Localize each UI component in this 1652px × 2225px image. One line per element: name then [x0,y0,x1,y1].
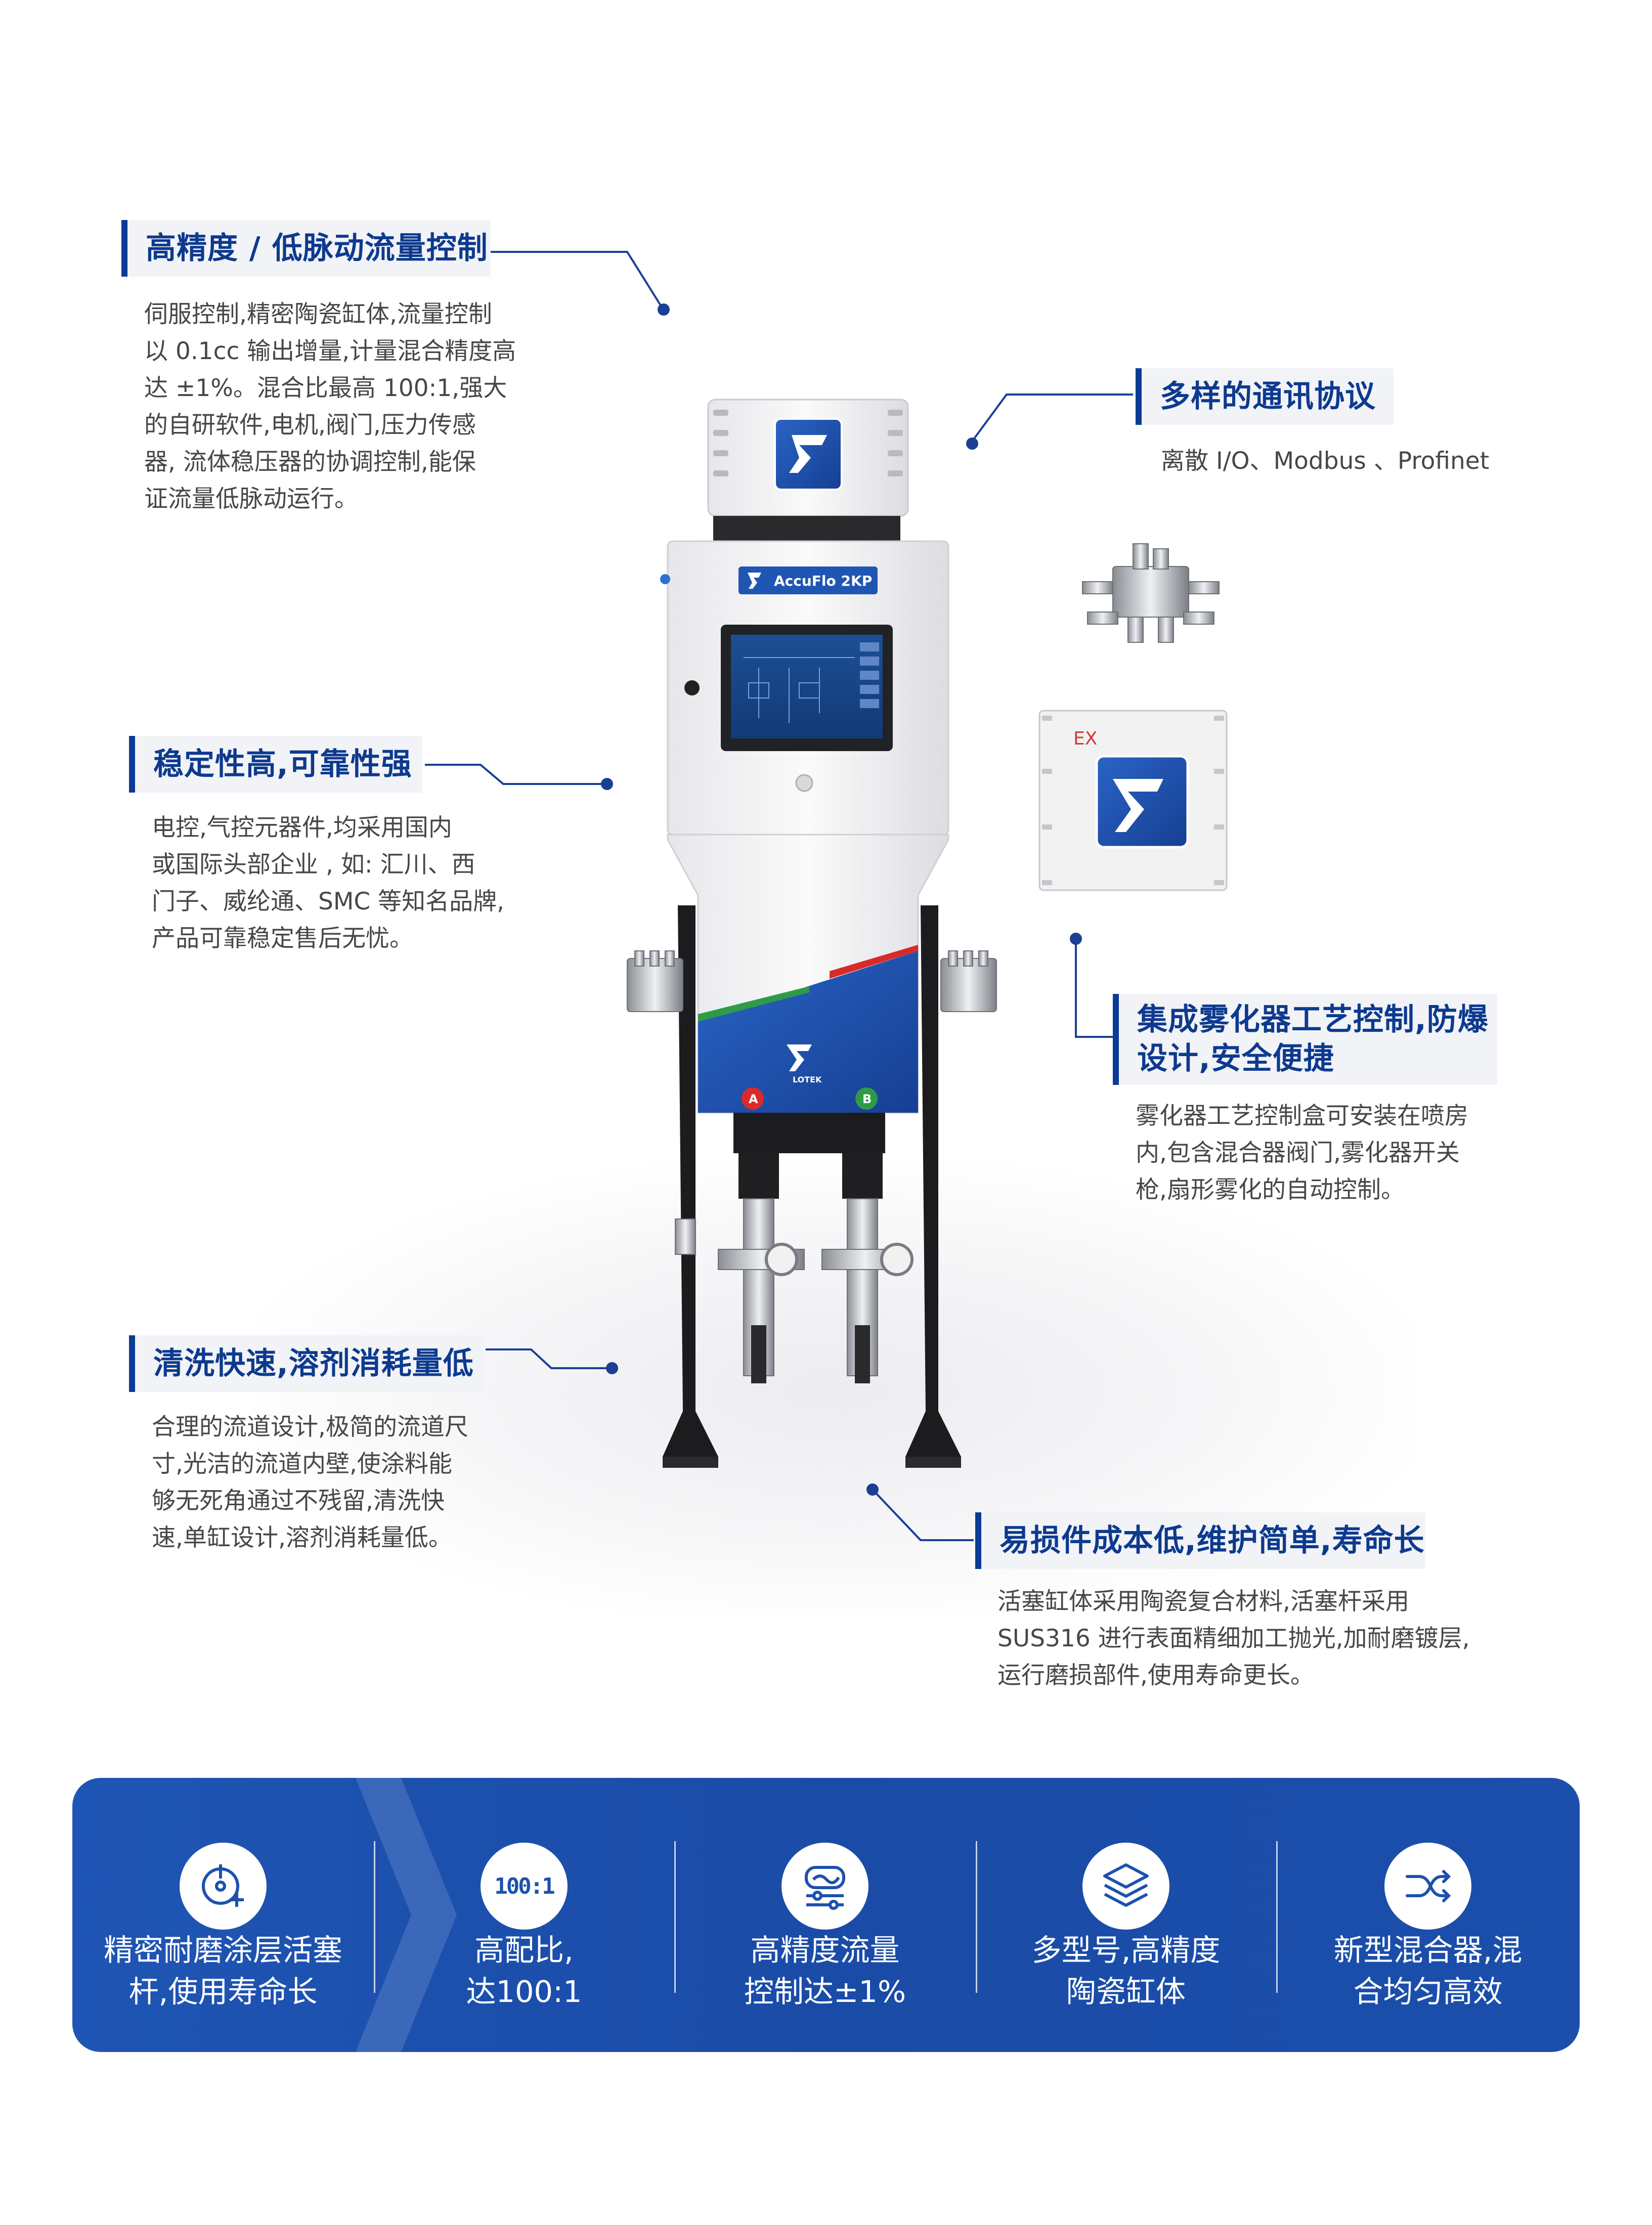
feature-desc-stability: 电控,气控元器件,均采用国内 或国际头部企业 , 如: 汇川、西 门子、威纶通、… [152,809,536,957]
banner-label: 新型混合器,混 合均匀高效 [1276,1930,1580,2013]
banner-line: 高精度流量 [750,1933,900,1968]
banner-label: 精密耐磨涂层活塞 杆,使用寿命长 [72,1930,374,2013]
callout-dot [866,1484,879,1496]
feature-title-text: 稳定性高,可靠性强 [153,746,412,782]
port-a-label: A [749,1092,758,1106]
callout-dot [658,303,670,316]
feature-title-stability: 稳定性高,可靠性强 [129,736,422,793]
desc-line: 产品可靠稳定售后无忧。 [152,925,413,952]
desc-line: 证流量低脉动运行。 [144,485,358,513]
product-illustration: AccuFlo 2KP LOTEK A B [627,399,1228,1468]
desc-line: 枪,扇形雾化的自动控制。 [1136,1176,1405,1204]
desc-line: 合理的流道设计,极简的流道尺 [152,1413,468,1441]
feature-title-precision: 高精度 / 低脉动流量控制 [121,220,491,277]
banner-label: 高配比, 达100:1 [374,1930,674,2013]
banner-item-mixer: 新型混合器,混 合均匀高效 [1276,1778,1580,2052]
ratio-icon-text: 100:1 [494,1873,555,1899]
coated-rod-icon [180,1843,267,1930]
callout-dot [601,778,613,790]
feature-title-text: 高精度 / 低脉动流量控制 [146,230,488,266]
banner-item-ratio: 100:1 高配比, 达100:1 [374,1778,674,2052]
banner-line: 多型号,高精度 [1031,1933,1221,1968]
port-b-label: B [862,1092,872,1106]
callout-dot [966,438,978,450]
feature-desc-protocol: 离散 I/O、Modbus 、Profinet [1161,443,1566,479]
banner-line: 高配比, [474,1933,574,1968]
brand-label: LOTEK [793,1075,822,1084]
ex-label: EX [1073,728,1097,749]
title-line: 设计,安全便捷 [1137,1041,1334,1076]
desc-line: 伺服控制,精密陶瓷缸体,流量控制 [144,300,492,328]
connector-lines [425,251,1133,1541]
desc-line: 雾化器工艺控制盒可安装在喷房 [1136,1102,1468,1130]
feature-title-text: 多样的通讯协议 [1160,378,1376,414]
feature-title-protocol: 多样的通讯协议 [1136,368,1394,425]
banner-item-flow-control: 高精度流量 控制达±1% [674,1778,976,2052]
desc-line: 电控,气控元器件,均采用国内 [152,814,452,842]
feature-banner: 精密耐磨涂层活塞 杆,使用寿命长 100:1 高配比, 达100:1 高精度流量… [72,1778,1580,2052]
desc-line: 或国际头部企业 , 如: 汇川、西 [152,851,475,879]
desc-line: 寸,光洁的流道内壁,使涂料能 [152,1450,452,1478]
desc-line: 速,单缸设计,溶剂消耗量低。 [152,1524,452,1552]
feature-title-text: 清洗快速,溶剂消耗量低 [153,1345,474,1381]
desc-line: 门子、威纶通、SMC 等知名品牌, [152,888,505,915]
desc-line: 的自研软件,电机,阀门,压力传感 [144,411,476,439]
banner-divider [674,1841,676,1993]
mixer-icon [1384,1843,1471,1930]
desc-line: 够无死角通过不残留,清洗快 [152,1487,445,1515]
desc-line: SUS316 进行表面精细加工抛光,加耐磨镀层, [997,1625,1470,1652]
layers-icon [1082,1843,1169,1930]
feature-desc-precision: 伺服控制,精密陶瓷缸体,流量控制 以 0.1cc 输出增量,计量混合精度高 达 … [144,296,549,517]
desc-line: 以 0.1cc 输出增量,计量混合精度高 [144,337,516,365]
chevron-decoration [356,1778,457,2052]
feature-title-cleaning: 清洗快速,溶剂消耗量低 [129,1335,483,1392]
ratio-icon: 100:1 [481,1843,568,1930]
flow-control-icon [781,1843,868,1930]
banner-divider [1276,1841,1278,1993]
desc-line: 达 ±1%。混合比最高 100:1,强大 [144,374,507,402]
callout-dot [1070,933,1082,945]
feature-title-text: 易损件成本低,维护简单,寿命长 [999,1522,1425,1558]
feature-title-atomizer: 集成雾化器工艺控制,防爆 设计,安全便捷 [1113,994,1497,1085]
callout-dot [606,1362,618,1374]
title-line: 集成雾化器工艺控制,防爆 [1137,1002,1489,1038]
banner-line: 杆,使用寿命长 [128,1974,318,2009]
panel-label: AccuFlo 2KP [774,573,872,589]
banner-line: 精密耐磨涂层活塞 [103,1933,342,1968]
banner-line: 达100:1 [466,1974,582,2009]
banner-line: 陶瓷缸体 [1066,1974,1186,2009]
desc-line: 器, 流体稳压器的协调控制,能保 [144,448,476,476]
feature-title-maintenance: 易损件成本低,维护简单,寿命长 [975,1512,1425,1569]
feature-title-text: 集成雾化器工艺控制,防爆 设计,安全便捷 [1137,1000,1489,1078]
banner-label: 高精度流量 控制达±1% [674,1930,976,2013]
feature-desc-atomizer: 雾化器工艺控制盒可安装在喷房 内,包含混合器阀门,雾化器开关 枪,扇形雾化的自动… [1136,1098,1520,1208]
banner-line: 控制达±1% [744,1974,906,2009]
feature-desc-maintenance: 活塞缸体采用陶瓷复合材料,活塞杆采用 SUS316 进行表面精细加工抛光,加耐磨… [997,1583,1554,1694]
banner-line: 合均匀高效 [1353,1974,1503,2009]
desc-line: 离散 I/O、Modbus 、Profinet [1161,447,1490,475]
banner-divider [976,1841,977,1993]
banner-line: 新型混合器,混 [1333,1933,1523,1968]
feature-desc-cleaning: 合理的流道设计,极简的流道尺 寸,光洁的流道内壁,使涂料能 够无死角通过不残留,… [152,1409,536,1556]
banner-item-coated-rod: 精密耐磨涂层活塞 杆,使用寿命长 [72,1778,374,2052]
desc-line: 内,包含混合器阀门,雾化器开关 [1136,1139,1460,1167]
desc-line: 运行磨损部件,使用寿命更长。 [997,1662,1314,1689]
banner-divider [374,1841,375,1993]
banner-item-layers: 多型号,高精度 陶瓷缸体 [976,1778,1276,2052]
banner-label: 多型号,高精度 陶瓷缸体 [976,1930,1276,2013]
desc-line: 活塞缸体采用陶瓷复合材料,活塞杆采用 [997,1588,1409,1616]
